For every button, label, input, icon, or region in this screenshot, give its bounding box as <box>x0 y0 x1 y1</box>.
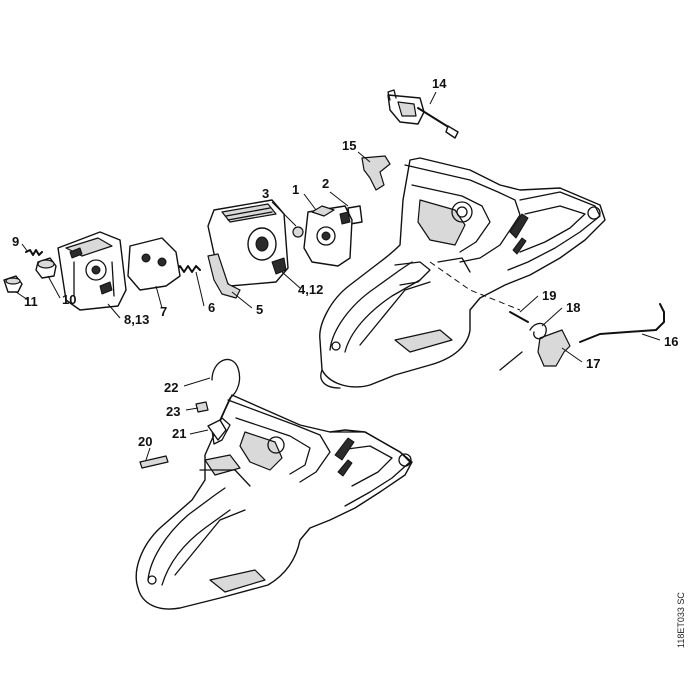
callout-22: 22 <box>164 380 178 395</box>
part-20-pin <box>139 455 169 469</box>
callout-20: 20 <box>138 434 152 449</box>
callout-9: 9 <box>12 234 19 249</box>
part-15-lever <box>361 155 391 191</box>
callout-3: 3 <box>262 186 269 201</box>
part-21-clip <box>207 419 227 441</box>
callout-18: 18 <box>566 300 580 315</box>
part-23-screw <box>195 401 209 413</box>
part-3-nut <box>292 226 304 238</box>
part-10-knob <box>35 257 57 279</box>
part-14-shaft <box>387 89 459 139</box>
callout-16: 16 <box>664 334 678 349</box>
leader-lines <box>15 91 661 461</box>
part-22-wire <box>211 358 241 421</box>
part-4-12-filter-housing <box>207 199 289 287</box>
part-17-trigger <box>537 329 571 367</box>
callout-5: 5 <box>256 302 263 317</box>
part-9-spring <box>25 249 43 256</box>
part-11-screw <box>3 275 23 293</box>
part-8-13-filter <box>57 231 127 311</box>
callout-21: 21 <box>172 426 186 441</box>
part-5-lever <box>207 253 241 299</box>
part-1-carburetor <box>303 205 353 267</box>
part-18-spring <box>529 322 547 340</box>
part-7-plate <box>127 237 181 291</box>
callout-6: 6 <box>208 300 215 315</box>
part-19-pin <box>509 311 529 323</box>
callout-7: 7 <box>160 304 167 319</box>
callout-11: 11 <box>24 294 38 309</box>
callout-15: 15 <box>342 138 356 153</box>
lower-handle-housing <box>135 394 413 610</box>
alignment-line <box>429 261 521 311</box>
callout-1: 1 <box>292 182 299 197</box>
callout-14: 14 <box>432 76 447 91</box>
callout-2: 2 <box>322 176 329 191</box>
callout-4-12: 4,12 <box>298 282 323 297</box>
callout-10: 10 <box>62 292 76 307</box>
callout-23: 23 <box>166 404 180 419</box>
reference-code: 118ET033 SC <box>676 592 686 648</box>
part-6-spring <box>175 265 201 273</box>
callout-labels: 1 2 3 4,12 5 6 7 8,13 9 10 11 14 15 16 1… <box>12 76 678 449</box>
part-16-rod <box>579 303 665 343</box>
upper-handle-housing <box>319 157 606 389</box>
callout-8-13: 8,13 <box>124 312 149 327</box>
callout-19: 19 <box>542 288 556 303</box>
callout-17: 17 <box>586 356 600 371</box>
